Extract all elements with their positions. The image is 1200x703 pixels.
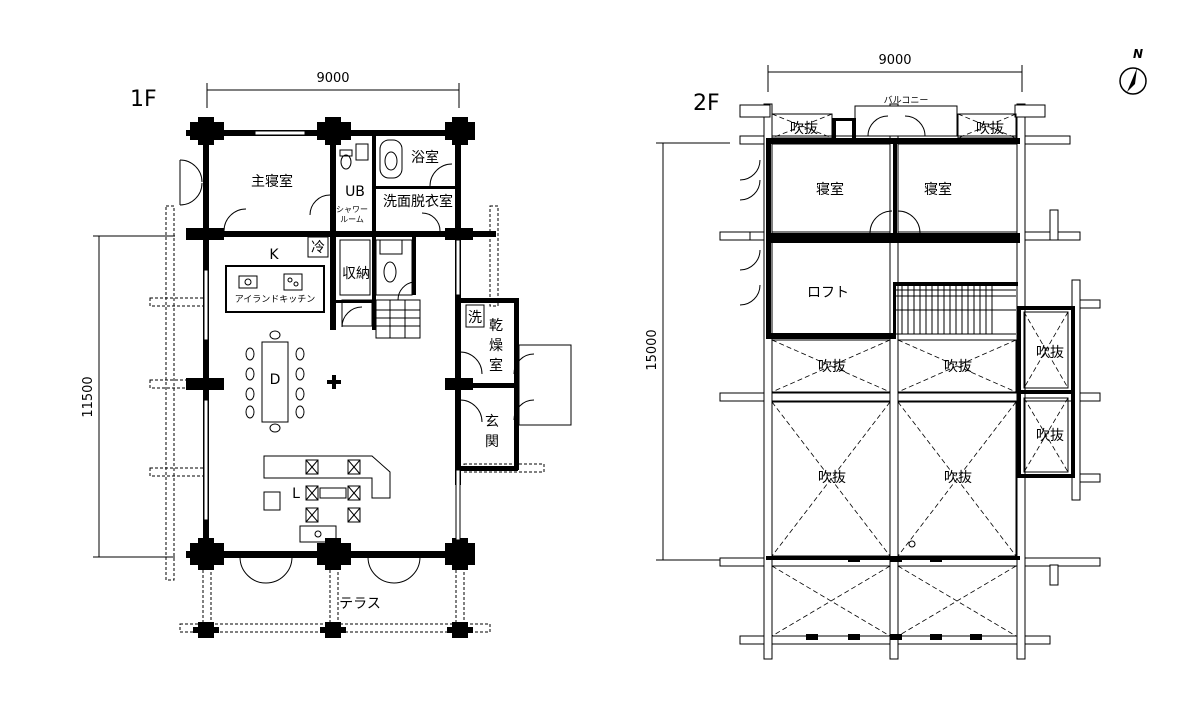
void-top-left-label: 吹抜 bbox=[790, 121, 818, 137]
dining-label: D bbox=[270, 372, 281, 388]
void-middle-2-label: 吹抜 bbox=[944, 359, 972, 375]
void-side-2-label: 吹抜 bbox=[1036, 428, 1064, 444]
bedroom-1-label: 寝室 bbox=[816, 181, 844, 198]
floor-2-depth-dimension bbox=[656, 142, 730, 561]
floor-2-log-grid bbox=[719, 103, 1101, 660]
washer-box bbox=[465, 304, 485, 328]
washroom-label: 洗面脱衣室 bbox=[383, 193, 453, 210]
island-kitchen-counter bbox=[225, 265, 325, 313]
kitchen-label: K bbox=[269, 247, 279, 263]
floor-1-plan: 1F 9000 11500 bbox=[81, 71, 572, 638]
terrace-label: テラス bbox=[339, 596, 381, 612]
void-top-right-label: 吹抜 bbox=[976, 121, 1004, 137]
balcony-label: バルコニー bbox=[884, 95, 929, 106]
void-side-1-label: 吹抜 bbox=[1036, 345, 1064, 361]
drying-room-label-1: 乾 bbox=[489, 318, 503, 334]
loft-label: ロフト bbox=[807, 285, 849, 301]
floor-2-title: 2F bbox=[693, 91, 720, 116]
storage-label: 収納 bbox=[342, 266, 370, 282]
floor-1-stairs bbox=[375, 299, 421, 339]
floor-2-doors bbox=[739, 115, 926, 306]
floor-2-width-label: 9000 bbox=[878, 53, 911, 68]
north-compass-icon: N bbox=[1119, 47, 1147, 95]
master-bedroom-label: 主寝室 bbox=[251, 173, 293, 190]
floor-2-walls bbox=[766, 118, 1075, 640]
center-cross-marker bbox=[327, 375, 341, 389]
floor-1-title: 1F bbox=[130, 87, 157, 112]
floor-1-windows bbox=[203, 130, 461, 541]
floor-1-depth-label: 11500 bbox=[81, 376, 96, 417]
bath-label: 浴室 bbox=[411, 149, 439, 166]
void-large-1-label: 吹抜 bbox=[818, 470, 846, 486]
living-label: L bbox=[292, 486, 300, 502]
washer-label: 洗 bbox=[468, 310, 482, 326]
floor-1-width-label: 9000 bbox=[316, 71, 349, 86]
unit-bath-label: UB bbox=[345, 184, 365, 200]
bedroom-2-label: 寝室 bbox=[924, 181, 952, 198]
floor-2-width-dimension bbox=[767, 65, 1023, 92]
void-large-2-label: 吹抜 bbox=[944, 470, 972, 486]
entrance-label-2: 関 bbox=[485, 434, 499, 450]
living-furniture bbox=[263, 455, 391, 543]
drying-room-label-3: 室 bbox=[489, 357, 503, 374]
floor-2-room-outlines bbox=[771, 113, 1069, 557]
floor-2-marker-circle bbox=[908, 540, 916, 548]
floor-2-void-markers bbox=[771, 113, 1069, 637]
shower-room-label-1: シャワー bbox=[336, 205, 368, 214]
floor-1-doors bbox=[179, 159, 572, 584]
floor-2-depth-label: 15000 bbox=[645, 329, 660, 370]
fridge-label: 冷 bbox=[311, 240, 325, 256]
floor-1-depth-dimension bbox=[93, 235, 175, 558]
floor-1-walls bbox=[186, 117, 519, 638]
floor-2-stairs bbox=[896, 286, 1016, 335]
drying-room-label-2: 燥 bbox=[489, 338, 503, 354]
shower-room-label-2: ルーム bbox=[340, 215, 364, 224]
floor-1-width-dimension bbox=[206, 83, 460, 108]
island-kitchen-label: アイランドキッチン bbox=[235, 294, 316, 305]
compass-north-label: N bbox=[1133, 47, 1143, 61]
fridge-box bbox=[307, 236, 329, 258]
dining-table-set bbox=[245, 330, 305, 433]
entrance-label-1: 玄 bbox=[485, 413, 499, 430]
floor-1-fixtures bbox=[339, 139, 413, 327]
void-middle-1-label: 吹抜 bbox=[818, 359, 846, 375]
floor-2-plan: 2F 9000 15000 bbox=[645, 53, 1101, 660]
